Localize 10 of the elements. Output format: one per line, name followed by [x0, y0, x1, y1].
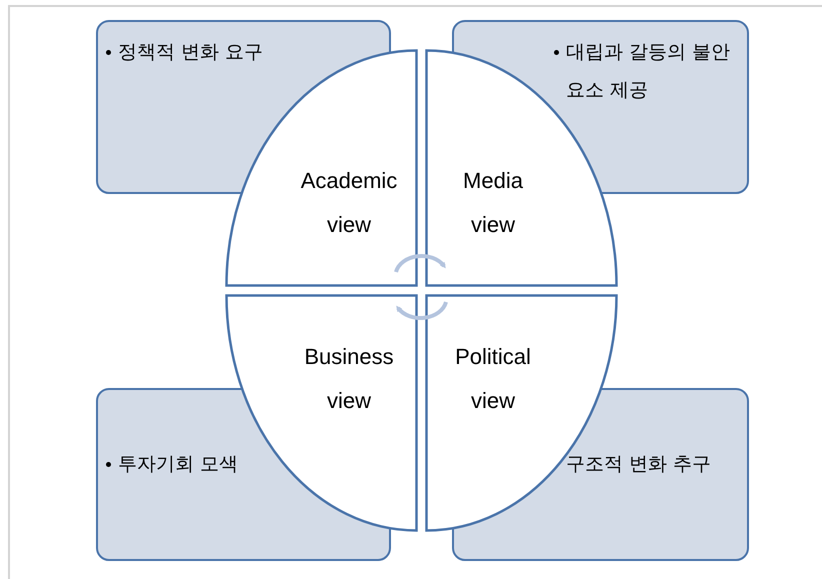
bullet-text: 정책적 변화 요구 [118, 40, 264, 65]
view-label: Academic view [300, 167, 398, 239]
view-label: Business view [303, 343, 395, 415]
cycle-arrow [394, 254, 446, 273]
bullet-text: 투자기회 모색 [118, 452, 240, 477]
bullet-text: 구조적 변화 추구 [566, 452, 712, 477]
view-label: Media view [462, 167, 524, 239]
cycle-arrow [396, 301, 448, 320]
view-label: Political view [454, 343, 532, 415]
bullet-text: 대립과 갈등의 불안 요소 제공 [566, 40, 732, 103]
